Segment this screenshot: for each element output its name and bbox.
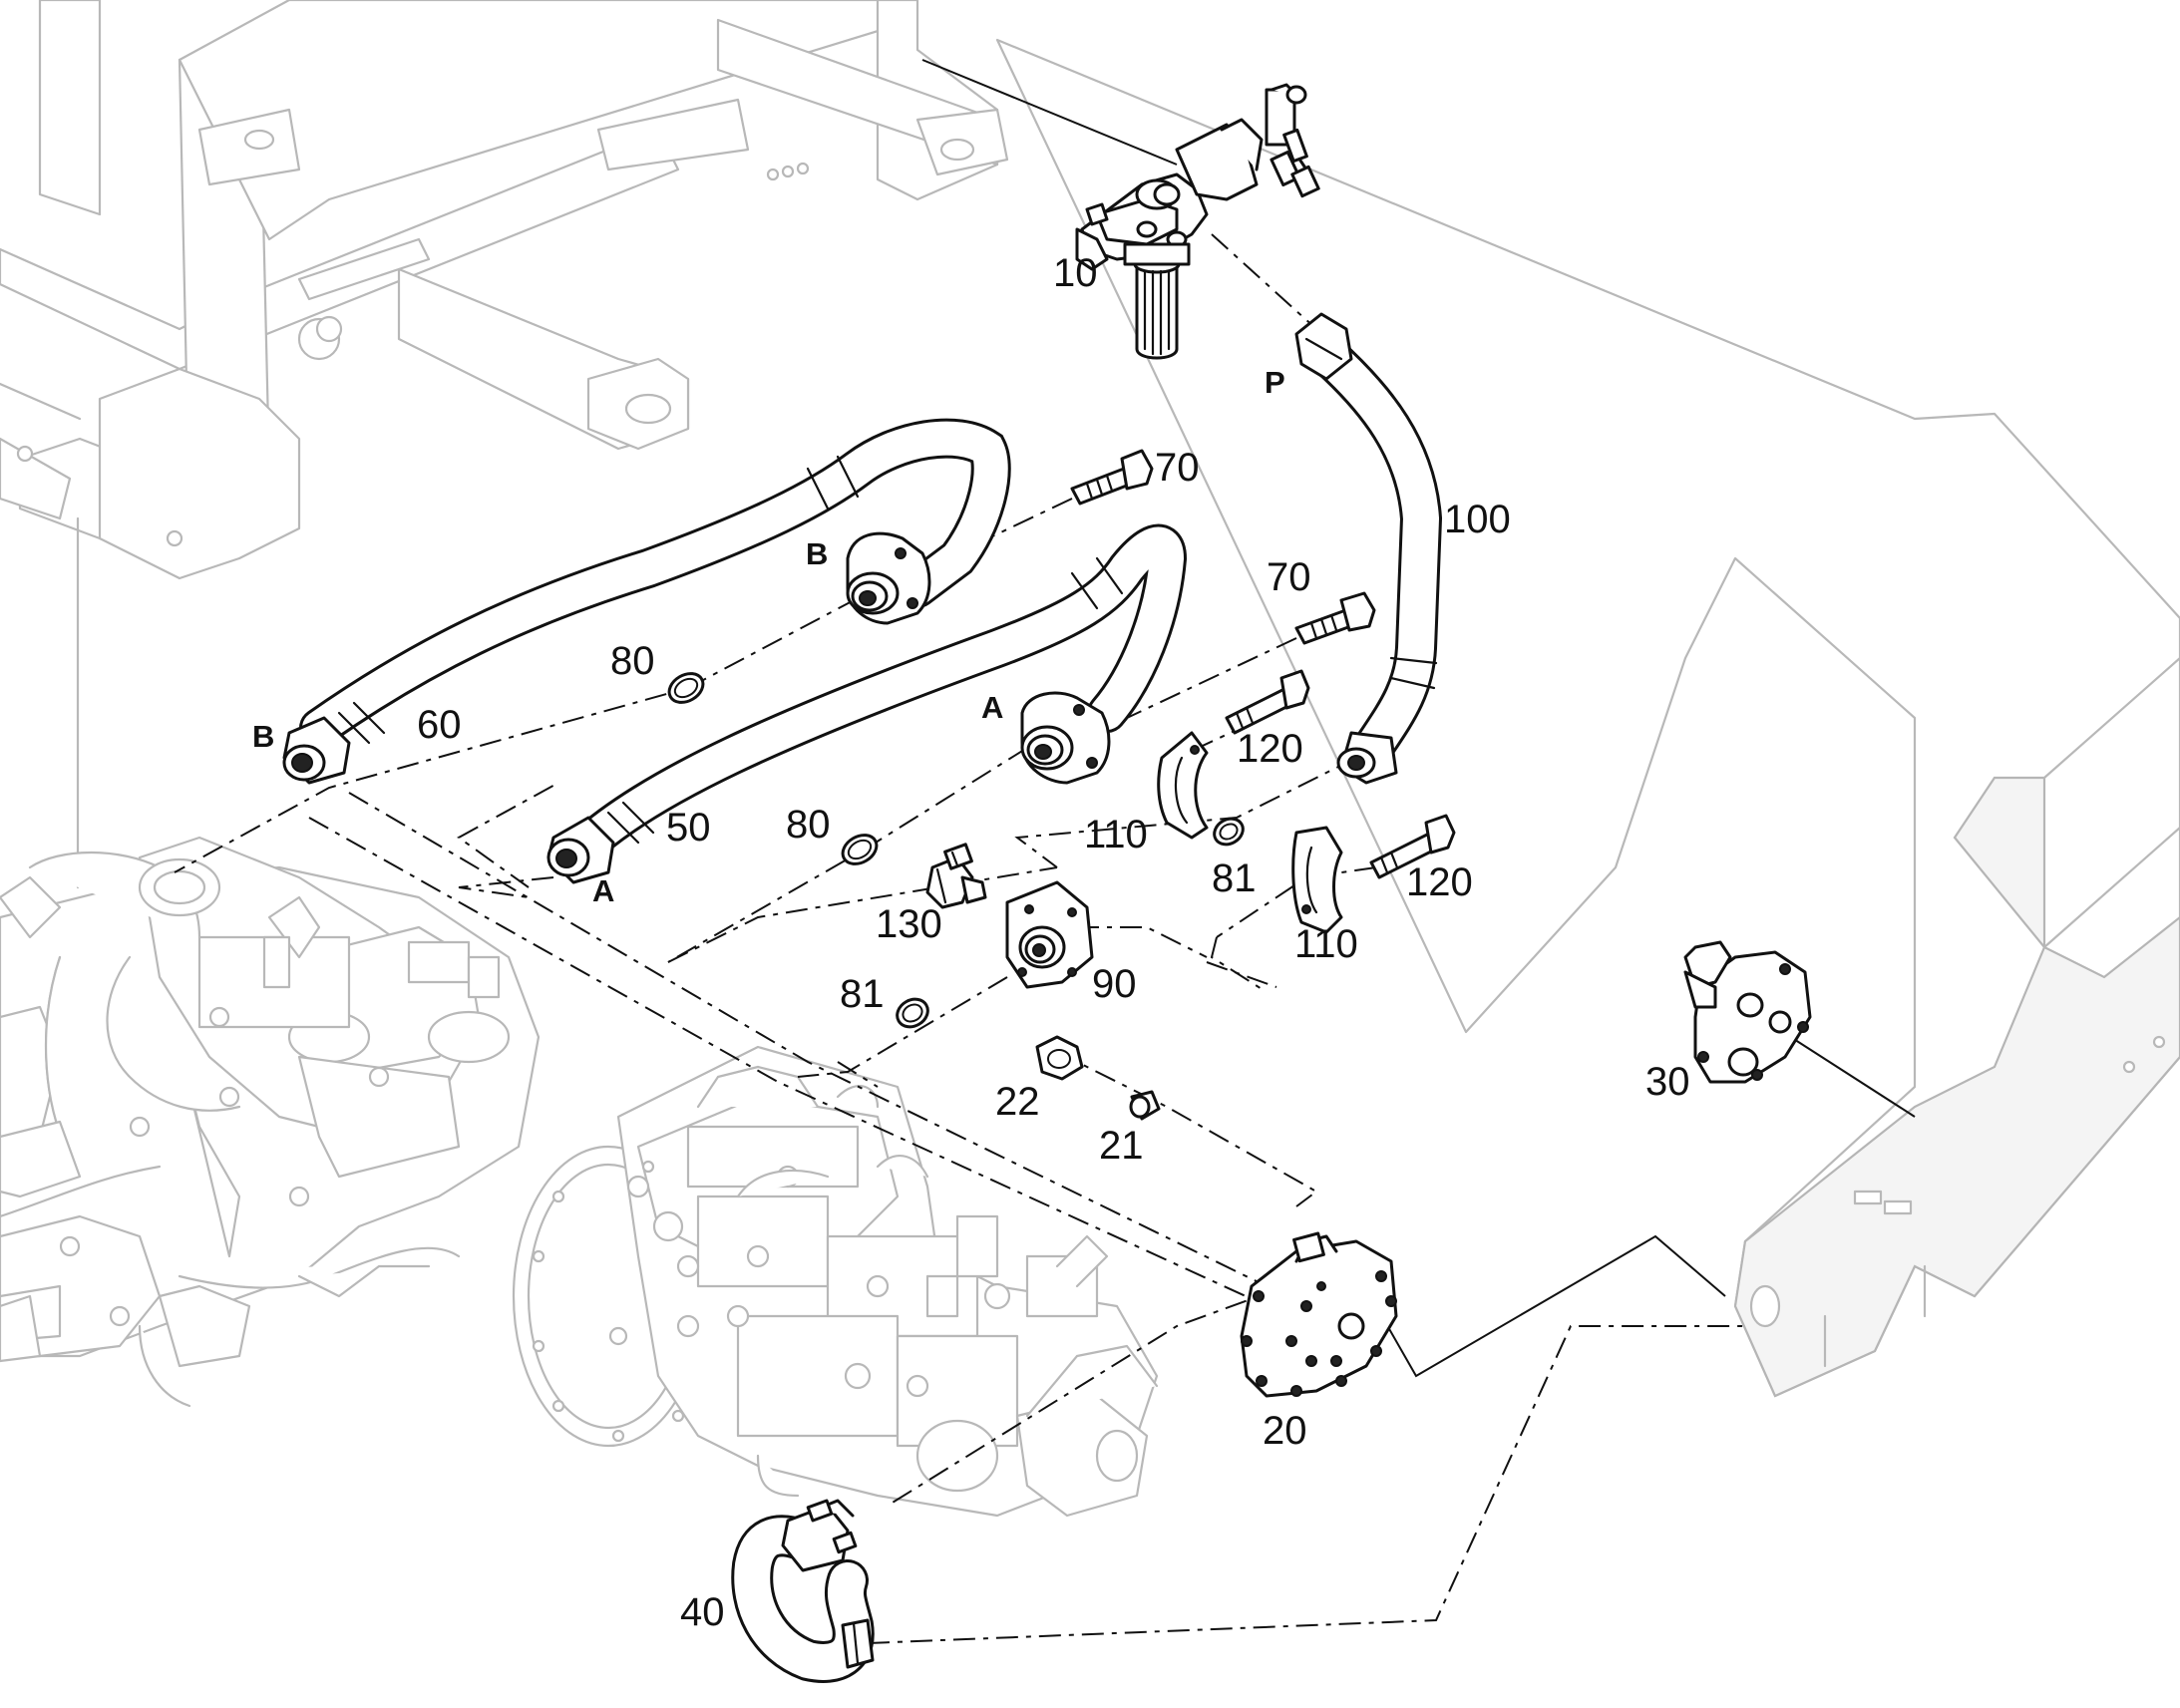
port-label-b-flange: B (806, 536, 828, 571)
label-22: 22 (995, 1080, 1040, 1124)
bolt-70-upper-part (1070, 449, 1154, 506)
label-130: 130 (876, 902, 942, 946)
cover-20-part (1240, 1231, 1398, 1398)
label-80-upper: 80 (610, 639, 655, 683)
label-100: 100 (1444, 498, 1511, 541)
port-label-a-flange: A (981, 690, 1003, 725)
filter-assembly-part (1075, 83, 1320, 360)
chassis-frame-ghost (0, 0, 1009, 889)
hose-60-part (282, 418, 1011, 785)
hose-50-part (546, 523, 1188, 884)
label-90: 90 (1092, 962, 1137, 1006)
port-label-p: P (1265, 365, 1285, 400)
plug-21-part (1129, 1090, 1161, 1121)
bolt-120-lower-part (1369, 814, 1456, 879)
part-number-labels: 10 100 70 70 80 60 50 120 110 80 81 120 … (252, 251, 1690, 1634)
label-70-lower: 70 (1267, 555, 1311, 599)
engine-ghost (0, 836, 541, 1408)
label-30: 30 (1645, 1060, 1690, 1104)
counterweight-frame-ghost (995, 38, 2180, 1398)
flange-30-part (1683, 940, 1812, 1084)
fitting-130-part (925, 843, 987, 909)
label-120-upper: 120 (1237, 727, 1303, 771)
label-70-upper: 70 (1155, 446, 1200, 490)
label-110-upper: 110 (1084, 813, 1148, 856)
label-81-lower: 81 (840, 972, 885, 1016)
label-80-lower: 80 (786, 803, 831, 847)
label-120-lower: 120 (1406, 860, 1473, 904)
port-label-a-hose: A (592, 873, 614, 908)
label-60: 60 (417, 703, 462, 747)
clamp-110-lower-part (1291, 826, 1343, 934)
hose-40-part (731, 1499, 875, 1683)
label-21: 21 (1099, 1124, 1144, 1168)
o-ring-81-lower-part (896, 997, 929, 1029)
port-label-b-hose: B (252, 719, 274, 754)
bolt-70-lower-part (1294, 591, 1376, 645)
block-90-part (1005, 880, 1094, 989)
pump-ghost (512, 1045, 1159, 1518)
o-ring-80-lower-part (841, 834, 879, 865)
bolt-120-upper-part (1225, 669, 1310, 735)
label-10: 10 (1053, 251, 1098, 295)
label-110-lower: 110 (1294, 922, 1358, 966)
o-ring-80-upper-part (667, 672, 705, 704)
label-81-upper: 81 (1212, 856, 1257, 900)
label-50: 50 (666, 806, 711, 850)
hose-100-part (1294, 312, 1443, 785)
nut-22-part (1035, 1035, 1084, 1081)
o-ring-81-upper-part (1213, 817, 1245, 847)
clamp-110-upper-part (1157, 731, 1209, 840)
label-20: 20 (1263, 1409, 1307, 1453)
label-40: 40 (680, 1590, 725, 1634)
